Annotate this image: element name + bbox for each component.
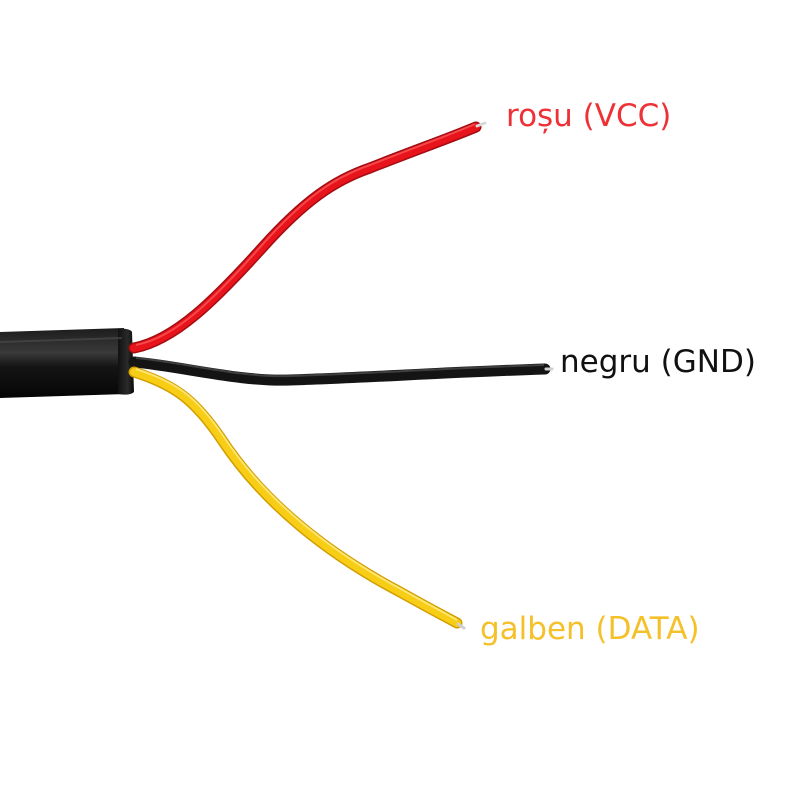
black-wire-label: negru (GND) bbox=[560, 344, 756, 380]
cable-jacket bbox=[0, 328, 134, 398]
yellow-wire-tip-icon bbox=[456, 622, 466, 630]
yellow-wire-label: galben (DATA) bbox=[480, 611, 700, 647]
red-wire-label: roșu (VCC) bbox=[506, 98, 672, 134]
yellow-wire bbox=[128, 366, 466, 630]
red-wire bbox=[128, 121, 487, 354]
black-wire bbox=[128, 356, 554, 386]
red-wire-tip-icon bbox=[475, 121, 487, 128]
